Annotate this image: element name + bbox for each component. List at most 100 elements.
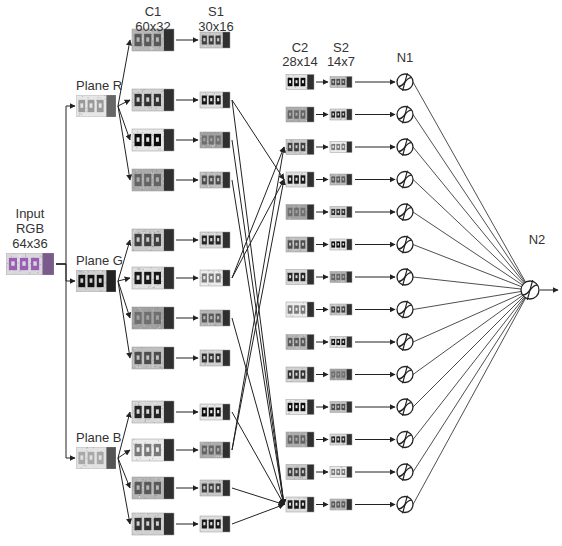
map-texture — [152, 445, 153, 446]
map-texture — [134, 49, 135, 50]
map-texture — [142, 479, 143, 480]
glyph-block — [331, 144, 335, 150]
map-texture — [136, 459, 137, 460]
glyph-hole — [296, 145, 298, 148]
glyph-block — [331, 209, 335, 215]
map-texture — [139, 480, 140, 481]
map-texture — [152, 135, 153, 136]
map-texture — [143, 144, 144, 145]
map-texture — [207, 97, 208, 98]
glyph-hole — [156, 485, 159, 489]
map-ground — [132, 307, 174, 329]
feature-map — [132, 89, 174, 111]
glyph-block — [144, 482, 151, 494]
map-texture — [134, 187, 135, 188]
glyph-block — [135, 134, 142, 146]
map-texture — [343, 119, 344, 120]
map-border — [200, 232, 230, 248]
glyph-hole — [137, 485, 140, 489]
map-dark-region — [223, 232, 230, 248]
map-texture — [142, 132, 143, 133]
glyph-hole — [343, 81, 345, 83]
map-dark-region — [164, 229, 174, 251]
map-texture — [140, 328, 141, 329]
map-texture — [137, 268, 138, 269]
map-texture — [207, 141, 208, 142]
glyph-hole — [203, 238, 205, 241]
map-texture — [152, 169, 153, 170]
map-border — [330, 77, 352, 88]
glyph-hole — [203, 138, 205, 141]
glyph-hole — [210, 38, 212, 41]
map-texture — [202, 173, 203, 174]
map-border — [132, 477, 174, 499]
map-texture — [294, 250, 295, 251]
map-texture — [205, 93, 206, 94]
map-texture — [222, 39, 223, 40]
map-border — [286, 302, 314, 317]
map-texture — [200, 487, 201, 488]
map-texture — [152, 279, 153, 280]
feature-map — [286, 172, 314, 187]
map-texture — [142, 43, 143, 44]
map-texture — [155, 516, 156, 517]
glyph-block — [341, 144, 345, 150]
map-texture — [157, 286, 158, 287]
map-texture — [145, 442, 146, 443]
glyph-hole — [296, 178, 298, 181]
map-texture — [298, 120, 299, 121]
map-texture — [154, 310, 155, 311]
map-ground — [200, 480, 230, 496]
map-texture — [139, 419, 140, 420]
map-dark-region — [223, 92, 230, 108]
map-texture — [133, 93, 134, 94]
glyph-hole — [217, 98, 219, 101]
glyph-hole — [217, 448, 219, 451]
map-texture — [287, 344, 288, 345]
glyph-block — [336, 176, 340, 182]
map-texture — [136, 172, 137, 173]
map-texture — [200, 481, 201, 482]
map-texture — [157, 419, 158, 420]
map-texture — [152, 494, 153, 495]
glyph-block — [336, 209, 340, 215]
map-border — [200, 350, 230, 366]
map-ground — [132, 513, 174, 535]
map-texture — [207, 38, 208, 39]
map-texture — [288, 75, 289, 76]
map-texture — [286, 76, 287, 77]
map-texture — [220, 456, 221, 457]
map-texture — [134, 531, 135, 532]
map-texture — [211, 482, 212, 483]
map-ground — [200, 310, 230, 326]
map-texture — [210, 442, 211, 443]
feature-map — [132, 307, 174, 329]
map-texture — [161, 145, 162, 146]
glyph-hole — [203, 98, 205, 101]
glyph-hole — [302, 210, 304, 213]
map-texture — [293, 283, 294, 284]
feature-map — [200, 92, 230, 108]
glyph-hole — [302, 275, 304, 278]
map-texture — [291, 120, 292, 121]
map-texture — [305, 147, 306, 148]
map-dark-region — [223, 404, 230, 420]
map-texture — [288, 119, 289, 120]
map-texture — [136, 534, 137, 535]
map-texture — [345, 118, 346, 119]
map-ground — [286, 270, 314, 285]
glyph-hole — [217, 276, 219, 279]
feature-map — [330, 142, 352, 153]
feature-map — [286, 205, 314, 220]
glyph-block — [216, 354, 221, 363]
map-texture — [150, 478, 151, 479]
map-texture — [300, 153, 301, 154]
map-texture — [340, 112, 341, 113]
map-dark-region — [347, 142, 352, 153]
map-texture — [142, 446, 143, 447]
map-texture — [140, 442, 141, 443]
map-texture — [288, 250, 289, 251]
map-texture — [159, 269, 160, 270]
glyph-hole — [137, 275, 140, 279]
map-texture — [152, 458, 153, 459]
